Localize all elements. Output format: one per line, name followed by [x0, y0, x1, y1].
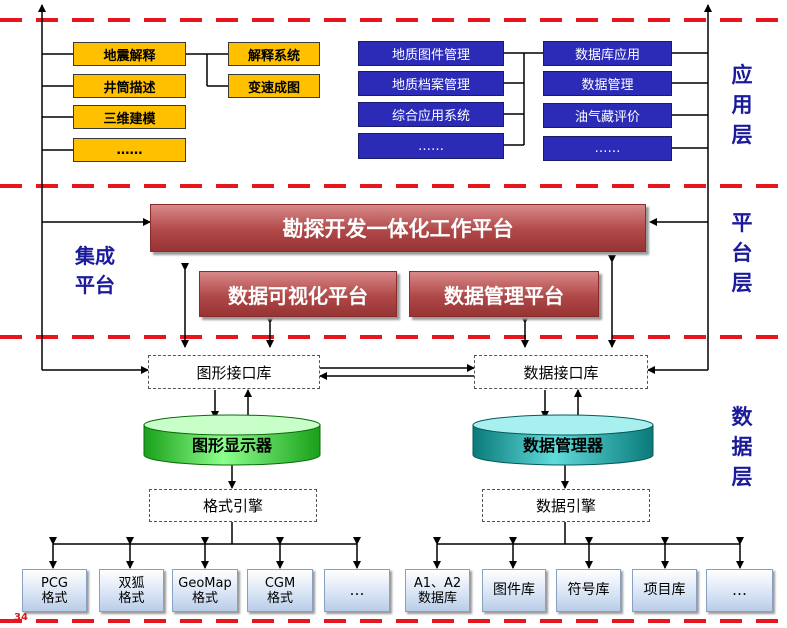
- graphics-display-cylinder: [143, 414, 321, 466]
- interface-label: 图形接口库: [196, 363, 272, 382]
- app-item-label: 三维建模: [103, 111, 156, 127]
- app-item-integrated-application[interactable]: 综合应用系统: [358, 102, 504, 127]
- app-item-label: 数据管理: [581, 78, 634, 93]
- layer-label-platform: 平 台 层: [731, 211, 753, 295]
- format-item-pcg[interactable]: PCG 格式: [22, 569, 87, 612]
- app-item-geo-map-management[interactable]: 地质图件管理: [358, 41, 504, 66]
- data-manager-cylinder: [472, 414, 654, 466]
- integration-platform-label: 集成 平台: [75, 244, 115, 297]
- page-number: 34: [14, 612, 28, 623]
- app-item-database-application[interactable]: 数据库应用: [543, 41, 672, 66]
- app-item-more-left[interactable]: ……: [73, 138, 186, 162]
- format-item-cgm[interactable]: CGM 格式: [247, 569, 313, 612]
- layer-separators: [0, 18, 787, 623]
- app-item-label: 地震解释: [103, 48, 156, 64]
- app-item-seismic-interpretation[interactable]: 地震解释: [73, 42, 186, 66]
- app-item-reservoir-evaluation[interactable]: 油气藏评价: [543, 103, 672, 128]
- format-item-geomap[interactable]: GeoMap 格式: [172, 569, 238, 612]
- app-item-label: ……: [418, 138, 444, 154]
- app-item-label: 解释系统: [247, 48, 300, 64]
- graphics-interface-library[interactable]: 图形接口库: [148, 355, 320, 389]
- app-item-label: 地质档案管理: [391, 78, 470, 93]
- graphics-display-label: 图形显示器: [191, 436, 272, 455]
- app-item-label: ……: [594, 141, 621, 156]
- data-manager-label: 数据管理器: [522, 436, 603, 455]
- app-item-data-management[interactable]: 数据管理: [543, 71, 672, 96]
- app-item-more-right-1[interactable]: ……: [358, 133, 504, 159]
- platform-label: 数据管理平台: [444, 283, 564, 308]
- database-item-more[interactable]: …: [706, 569, 773, 612]
- database-item-symbol-library[interactable]: 符号库: [556, 569, 621, 612]
- app-item-label: ……: [116, 142, 143, 158]
- engine-label: 数据引擎: [535, 497, 596, 515]
- integrated-work-platform[interactable]: 勘探开发一体化工作平台: [150, 204, 646, 252]
- data-engine[interactable]: 数据引擎: [482, 489, 650, 522]
- app-item-label: 综合应用系统: [391, 109, 470, 124]
- format-item-shuanghu[interactable]: 双狐 格式: [99, 569, 164, 612]
- app-item-label: 地质图件管理: [391, 48, 470, 63]
- platform-label: 数据可视化平台: [228, 283, 368, 308]
- engine-label: 格式引擎: [202, 497, 263, 515]
- app-item-label: 井筒描述: [103, 80, 156, 96]
- platform-label: 勘探开发一体化工作平台: [282, 217, 514, 241]
- database-item-project-library[interactable]: 项目库: [632, 569, 697, 612]
- data-visualization-platform[interactable]: 数据可视化平台: [199, 271, 397, 317]
- layer-label-application: 应 用 层: [731, 63, 753, 147]
- layer-label-data: 数 据 层: [731, 405, 753, 489]
- interface-label: 数据接口库: [523, 363, 599, 382]
- app-item-more-right-2[interactable]: ……: [543, 136, 672, 161]
- app-item-wellbore-description[interactable]: 井筒描述: [73, 74, 186, 98]
- format-engine[interactable]: 格式引擎: [149, 489, 317, 522]
- format-item-more[interactable]: …: [324, 569, 390, 612]
- app-item-label: 油气藏评价: [574, 110, 640, 125]
- data-management-platform[interactable]: 数据管理平台: [409, 271, 599, 317]
- app-item-label: 变速成图: [247, 80, 300, 96]
- app-item-3d-modeling[interactable]: 三维建模: [73, 105, 186, 129]
- app-item-label: 数据库应用: [574, 48, 640, 63]
- app-item-interpretation-system[interactable]: 解释系统: [228, 42, 320, 66]
- database-item-a1-a2[interactable]: A1、A2 数据库: [405, 569, 470, 612]
- database-item-map-library[interactable]: 图件库: [482, 569, 546, 612]
- app-item-velocity-mapping[interactable]: 变速成图: [228, 74, 320, 98]
- data-interface-library[interactable]: 数据接口库: [474, 355, 648, 389]
- app-item-geo-archive-management[interactable]: 地质档案管理: [358, 71, 504, 96]
